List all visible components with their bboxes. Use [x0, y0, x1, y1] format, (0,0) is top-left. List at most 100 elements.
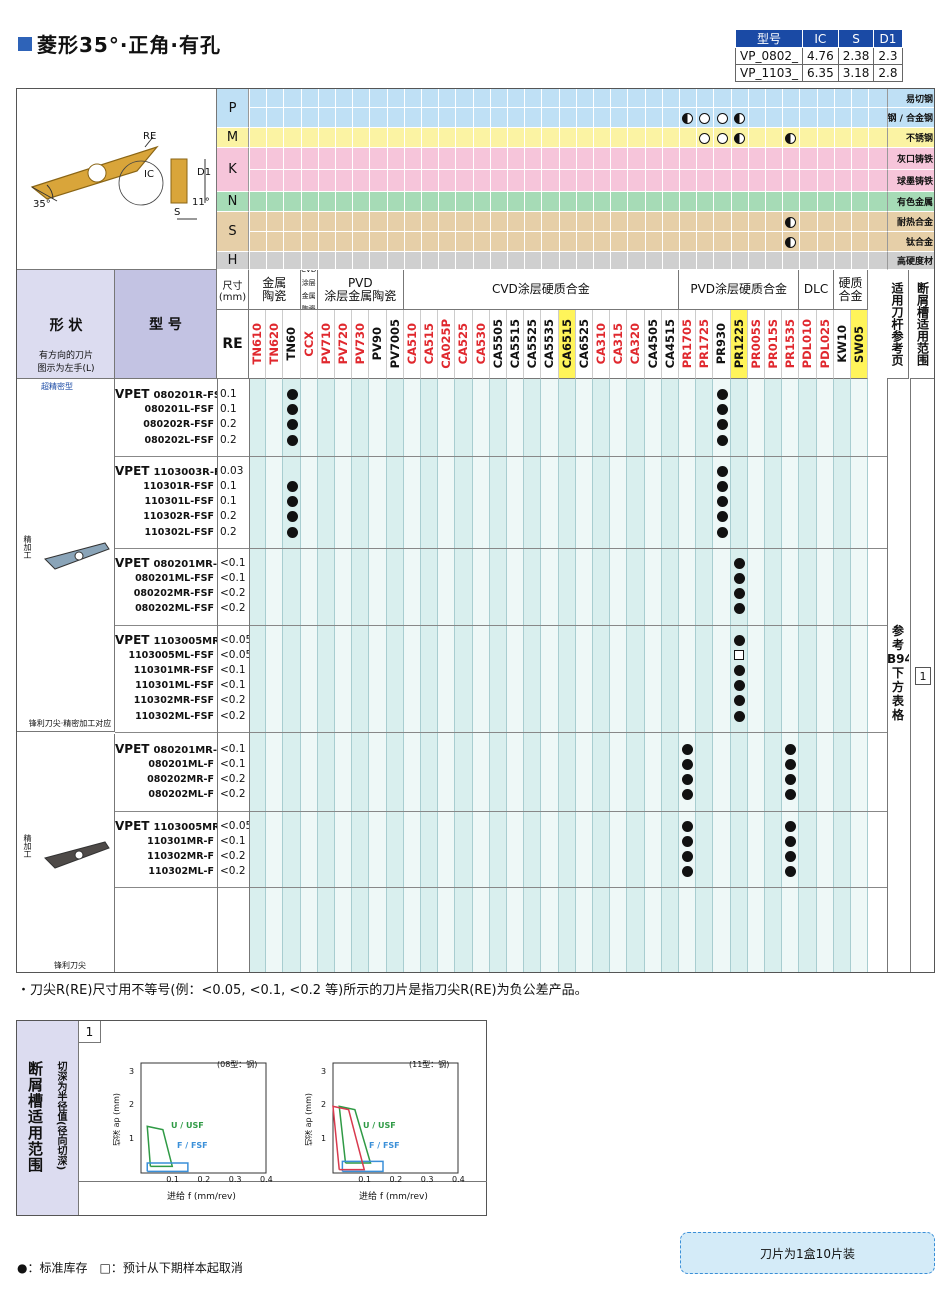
grade-name: PV720: [336, 323, 351, 365]
spec-cell: 2.3: [873, 47, 903, 65]
grid-line: [266, 89, 268, 270]
grade-name: TN60: [284, 327, 299, 361]
discontinued-square: [733, 649, 744, 660]
spec-cell: VP_1103_: [735, 64, 803, 82]
re-value: 0.2: [220, 418, 237, 431]
stock-dot: [785, 866, 797, 878]
stock-dot: [785, 774, 797, 786]
grade-name: PDL010: [800, 319, 815, 369]
grid-line: [455, 89, 457, 270]
insert-photo: [43, 838, 111, 870]
suitability-symbol: [785, 132, 797, 144]
grade-name: CA6515: [559, 319, 574, 369]
model-code: 110301L-FSF: [144, 496, 214, 508]
chipbreaker-chart: [140, 1062, 267, 1174]
grade-column-stripe: [713, 379, 731, 972]
model-code: 110301MR-F: [147, 835, 214, 847]
stock-dot: [733, 710, 745, 722]
grade-name-cell: PR930: [713, 310, 731, 379]
grade-name-cell: TN60: [283, 310, 301, 379]
stock-dot: [785, 851, 797, 862]
header-re: RE: [217, 310, 249, 379]
chart-series-label: F / FSF: [369, 1141, 400, 1150]
grade-name: PR005S: [748, 319, 763, 369]
grade-name: CA515: [422, 323, 437, 365]
stock-dot: [682, 835, 694, 847]
model-code: 080202R-FSF: [143, 419, 214, 431]
re-value: <0.2: [220, 850, 246, 862]
grade-name: CA5505: [490, 319, 505, 369]
stock-dot: [682, 866, 694, 878]
stock-dot: [682, 774, 694, 786]
grid-line: [369, 89, 371, 270]
stock-dot: [286, 481, 298, 492]
grade-column-stripe: [386, 379, 404, 972]
grid-line: [730, 89, 732, 270]
grade-name-cell: CA5505: [489, 310, 507, 379]
grid-line: [575, 89, 577, 270]
grade-name-cell: CA4515: [661, 310, 679, 379]
re-value: <0.1: [220, 664, 246, 676]
grade-column-stripe: [300, 379, 318, 972]
grade-name-cell: CA530: [472, 310, 490, 379]
model-prefix: VPET: [115, 555, 150, 570]
grade-name: CA510: [404, 323, 419, 365]
suitability-symbol: [785, 236, 797, 248]
spec-header: D1: [873, 29, 903, 48]
material-label: 碳钢 / 合金钢: [887, 108, 934, 128]
group-divider: [115, 455, 887, 457]
grade-name-cell: CA6525: [575, 310, 593, 379]
stock-dot: [682, 743, 694, 755]
grade-column-stripe: [816, 379, 834, 972]
header-shape: [17, 270, 115, 379]
stock-dot: [286, 434, 298, 446]
grade-name-cell: CA5525: [524, 310, 542, 379]
grade-name: PR1705: [680, 319, 695, 369]
grade-name: PR930: [714, 323, 729, 365]
grid-line: [541, 89, 543, 270]
re-value: 0.1: [220, 403, 237, 416]
column-border: [887, 379, 888, 972]
stock-dot: [733, 665, 745, 676]
grid-line: [472, 89, 474, 270]
stock-dot: [785, 759, 797, 770]
insert-photo-shape: [44, 841, 110, 869]
stock-dot: [733, 603, 745, 615]
grid-line: [782, 89, 784, 270]
insert-photo-shape: [44, 542, 110, 570]
stock-dot: [716, 481, 728, 492]
stock-dot: [716, 526, 728, 538]
grade-name-cell: PV720: [335, 310, 353, 379]
insert-geometry-drawing: [30, 136, 206, 220]
re-value: <0.2: [220, 694, 246, 707]
header-shape-note: 有方向的刀片 图示为左手(L): [37, 351, 95, 374]
stock-dot: [286, 389, 298, 400]
grid-line: [558, 89, 560, 270]
grade-table: PMKNSH易切钢碳钢 / 合金钢不锈钢灰口铸铁球墨铸铁有色金属耐热合金钛合金高…: [16, 88, 935, 973]
stock-dot: [716, 465, 728, 477]
grade-column-stripe: [730, 379, 748, 972]
grade-name-cell: PR015S: [765, 310, 783, 379]
column-border: [249, 379, 250, 972]
model-code: 080202ML-F: [148, 789, 214, 801]
model-code: VPET1103005MR-F: [115, 819, 217, 834]
grade-group-header: CVD涂层硬质合金: [403, 270, 679, 310]
stock-dot: [733, 557, 745, 569]
model-suffix: 080201R-FSF: [153, 390, 217, 401]
model-code: 110301MR-FSF: [133, 665, 214, 676]
insert-diagram: [17, 89, 217, 270]
application-label: 精加工: [23, 535, 32, 560]
grade-group-header: 硬质 合金: [833, 270, 869, 310]
re-value: <0.2: [220, 709, 246, 722]
chart-ytick: 3: [129, 1067, 135, 1076]
grid-line: [833, 89, 835, 270]
grid-line: [713, 89, 715, 270]
model-suffix: 080201MR-F: [153, 744, 217, 756]
model-prefix: VPET: [115, 818, 150, 833]
stock-dot: [785, 835, 797, 847]
re-value: <0.05: [220, 633, 249, 646]
